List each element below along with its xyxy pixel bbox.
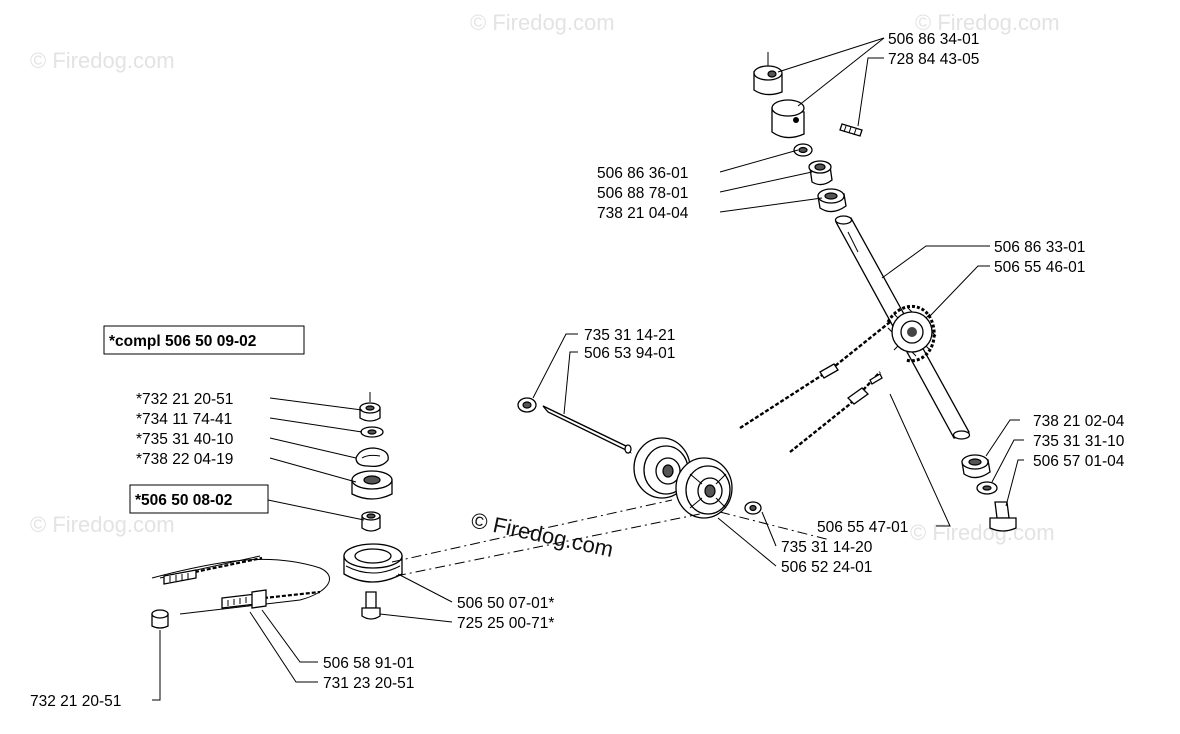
pulley-wheel-front (675, 457, 733, 519)
callout-506-86-36-01: 506 86 36-01 (597, 165, 688, 182)
callout-735-31-40-10-star: *735 31 40-10 (136, 431, 234, 448)
cable-end-nut (151, 609, 169, 629)
callout-506-50-07-01-star: 506 50 07-01* (457, 595, 554, 612)
callout-506-53-94-01: 506 53 94-01 (584, 345, 675, 362)
sprocket (887, 307, 937, 357)
callout-506-55-47-01: 506 55 47-01 (817, 519, 908, 536)
bearing-top (817, 188, 847, 213)
callout-735-31-14-21: 735 31 14-21 (584, 327, 675, 344)
callout-506-57-01-04: 506 57 01-04 (1033, 453, 1125, 470)
callout-506-50-08-02-star: *506 50 08-02 (135, 492, 232, 509)
bushing-left (361, 511, 381, 532)
cable-left-a (194, 556, 263, 574)
callout-732-21-20-51: 732 21 20-51 (30, 693, 121, 710)
bearing-left (351, 470, 393, 500)
cables (151, 321, 891, 615)
callout-506-58-91-01: 506 58 91-01 (323, 655, 414, 672)
pulley-wheel-rear (633, 437, 691, 499)
leader-lines (152, 37, 1024, 701)
callout-738-22-04-19-star: *738 22 04-19 (136, 451, 233, 468)
watermark: © Firedog.com (30, 48, 175, 73)
spacer-nut (517, 397, 537, 413)
cable-adjuster (221, 589, 267, 609)
watermark: © Firedog.com (910, 520, 1055, 545)
cable-tip-left (163, 569, 197, 585)
washer-flat (360, 426, 384, 438)
callout-732-21-20-51-star: *732 21 20-51 (136, 391, 233, 408)
callout-738-21-02-04: 738 21 02-04 (1033, 413, 1125, 430)
axle (542, 405, 632, 454)
set-screw (839, 123, 863, 137)
watermark-center: © Firedog.com (469, 507, 616, 562)
left-stack (151, 392, 403, 629)
watermark: © Firedog.com (470, 10, 615, 35)
snap-ring (355, 447, 389, 468)
top-right-assembly (753, 52, 1017, 532)
callout-506-55-46-01: 506 55 46-01 (994, 259, 1085, 276)
callout-728-84-43-05: 728 84 43-05 (888, 51, 979, 68)
chain (886, 305, 936, 363)
center-assembly (517, 397, 762, 519)
bushing (808, 160, 833, 186)
callout-738-21-04-04: 738 21 04-04 (597, 205, 689, 222)
callout-731-23-20-51: 731 23 20-51 (323, 675, 414, 692)
cable-lower (789, 371, 881, 453)
nut-top (359, 402, 381, 422)
callout-labels: 506 86 34-01 728 84 43-05 506 86 36-01 5… (30, 31, 1125, 710)
compl-box: *compl 506 50 09-02 (103, 325, 305, 355)
watermark: © Firedog.com (915, 10, 1060, 35)
bearing-lower (961, 454, 991, 479)
cable-left-b (263, 590, 321, 600)
callout-725-25-00-71-star: 725 25 00-71* (457, 615, 554, 632)
callout-506-86-34-01: 506 86 34-01 (888, 31, 979, 48)
center-lines (391, 499, 831, 577)
callout-506-86-33-01: 506 86 33-01 (994, 239, 1085, 256)
washer (793, 143, 813, 157)
bolt-left (361, 591, 381, 620)
cable-upper (739, 321, 891, 430)
callout-735-31-14-20: 735 31 14-20 (781, 539, 873, 556)
collar-top (753, 52, 783, 96)
kit-box: *506 50 08-02 (129, 484, 269, 514)
callout-506-88-78-01: 506 88 78-01 (597, 185, 688, 202)
callout-734-11-74-41-star: *734 11 74-41 (136, 411, 232, 428)
spacer-right (744, 501, 762, 515)
callout-735-31-31-10: 735 31 31-10 (1033, 433, 1125, 450)
callout-506-52-24-01: 506 52 24-01 (781, 559, 872, 576)
watermark: © Firedog.com (30, 512, 175, 537)
lock-washer (976, 481, 998, 495)
callout-compl-506-50-09-02: *compl 506 50 09-02 (109, 333, 256, 350)
watermark-layer: © Firedog.com © Firedog.com © Firedog.co… (30, 10, 1060, 545)
collar-second (771, 99, 805, 139)
pulley-left (343, 543, 403, 583)
bolt-lower (989, 501, 1017, 532)
